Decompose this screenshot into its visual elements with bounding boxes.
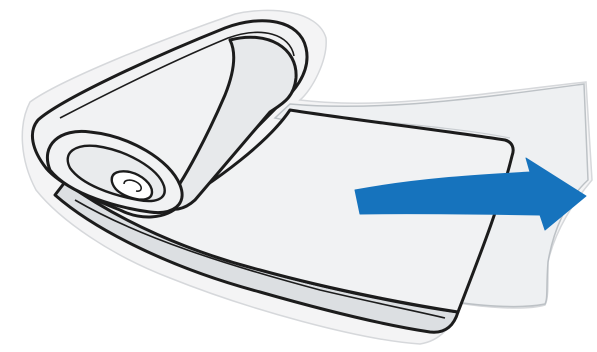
illustration-canvas: [0, 0, 597, 352]
rolled-mat-illustration: [0, 0, 597, 352]
